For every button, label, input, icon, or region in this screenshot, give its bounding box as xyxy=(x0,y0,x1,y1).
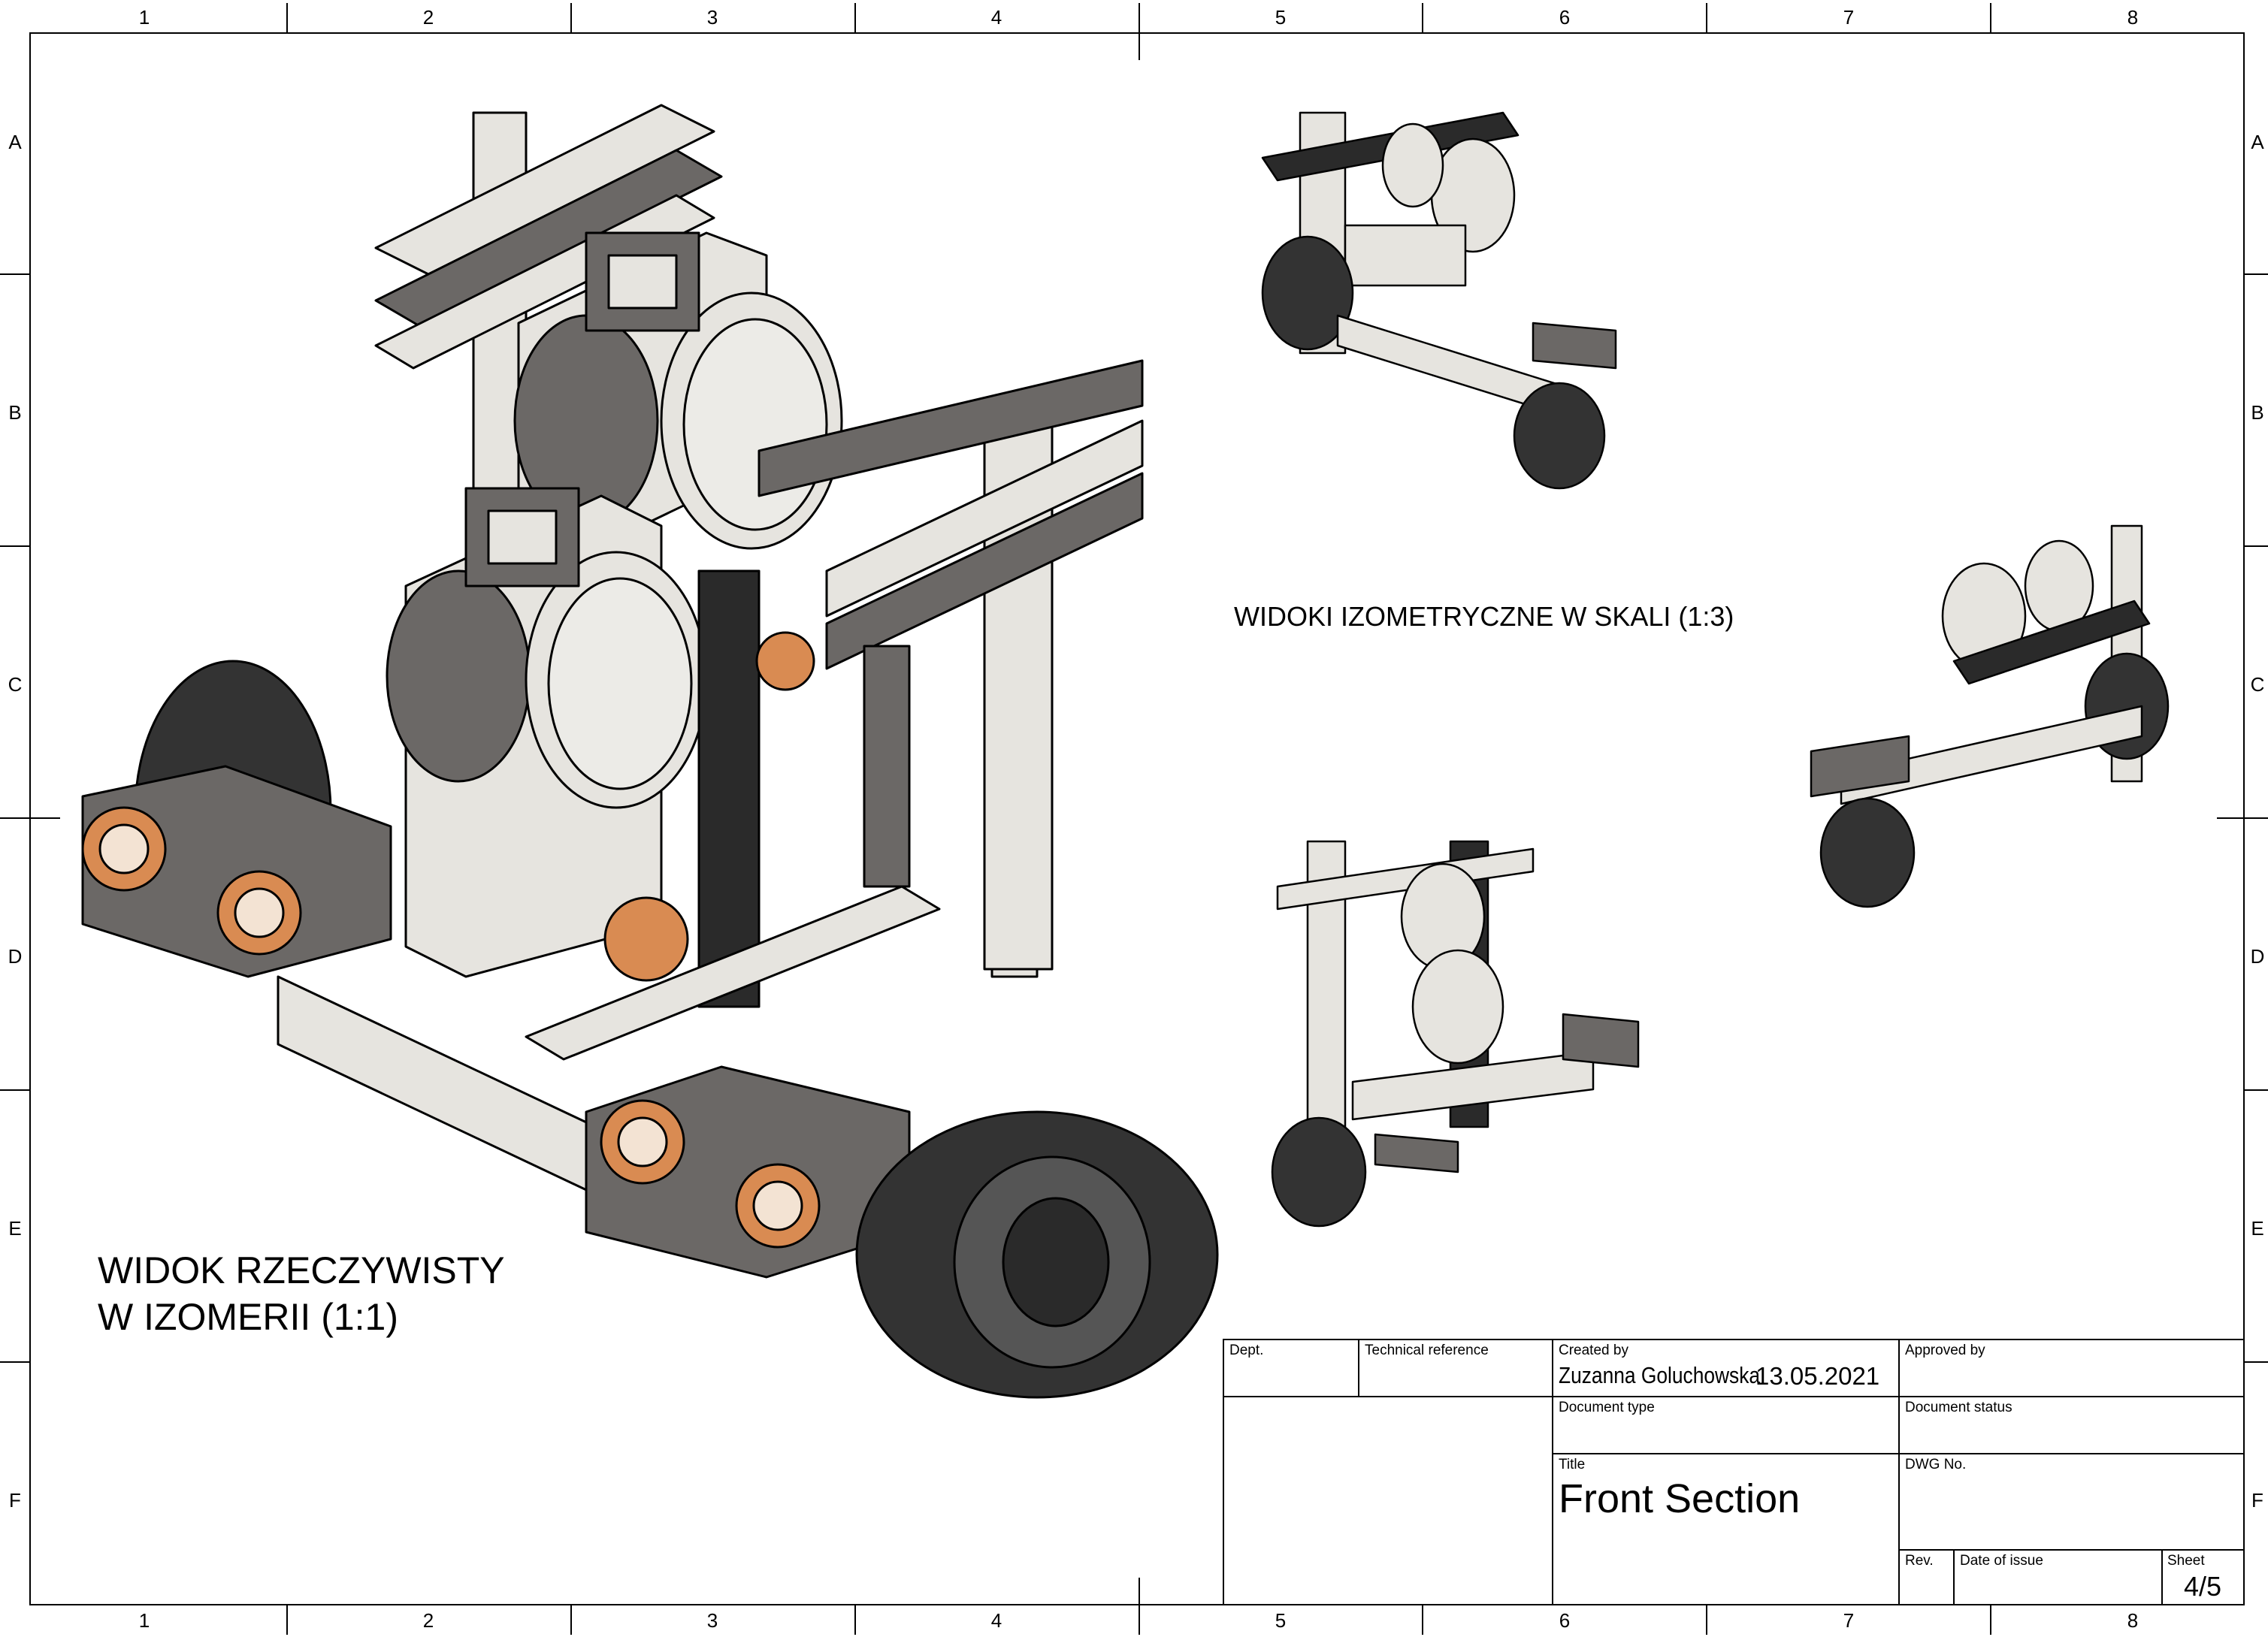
iso-views-caption: WIDOKI IZOMETRYCZNE W SKALI (1:3) xyxy=(1234,601,1734,632)
row-label-d-right: D xyxy=(2250,945,2265,968)
rev-label: Rev. xyxy=(1905,1553,1934,1569)
sheet-label: Sheet xyxy=(2167,1553,2205,1569)
real-view-caption-line1: WIDOK RZECZYWISTY xyxy=(98,1249,505,1291)
row-label-a-right: A xyxy=(2251,131,2264,153)
document-type-label: Document type xyxy=(1559,1400,1655,1415)
iso-view-top xyxy=(1261,111,1617,490)
column-label-6-bottom: 6 xyxy=(1559,1609,1571,1632)
column-label-3-bottom: 3 xyxy=(706,1609,718,1632)
created-by-value: Zuzanna Goluchowska xyxy=(1559,1362,1761,1388)
created-date: 13.05.2021 xyxy=(1755,1362,1880,1390)
iso-view-bottom xyxy=(1271,840,1640,1228)
sheet-number: 4/5 xyxy=(2184,1571,2222,1602)
real-view-caption: WIDOK RZECZYWISTY W IZOMERII (1:1) xyxy=(98,1247,505,1340)
row-label-a: A xyxy=(8,131,22,153)
column-label-4-bottom: 4 xyxy=(990,1609,1002,1632)
zone-ticks xyxy=(0,3,2268,1635)
column-label-7: 7 xyxy=(1843,6,1855,29)
iso-view-right xyxy=(1810,524,2170,908)
column-label-4: 4 xyxy=(990,6,1002,29)
real-view-caption-line2: W IZOMERII (1:1) xyxy=(98,1296,398,1338)
row-label-d: D xyxy=(8,945,23,968)
approved-by-label: Approved by xyxy=(1905,1343,1985,1358)
row-label-b-right: B xyxy=(2251,401,2264,424)
column-label-2: 2 xyxy=(422,6,434,29)
date-of-issue-label: Date of issue xyxy=(1960,1553,2043,1569)
row-label-e: E xyxy=(8,1217,22,1240)
column-label-5: 5 xyxy=(1275,6,1287,29)
column-label-1: 1 xyxy=(138,6,150,29)
main-isometric-view xyxy=(81,104,1219,1399)
dept-label: Dept. xyxy=(1229,1343,1264,1358)
drawing-title: Front Section xyxy=(1559,1476,1801,1521)
dwg-no-label: DWG No. xyxy=(1905,1457,1967,1472)
column-label-3: 3 xyxy=(706,6,718,29)
row-label-f-right: F xyxy=(2251,1489,2263,1512)
row-label-e-right: E xyxy=(2251,1217,2264,1240)
column-label-7-bottom: 7 xyxy=(1843,1609,1855,1632)
column-label-6: 6 xyxy=(1559,6,1571,29)
column-label-2-bottom: 2 xyxy=(422,1609,434,1632)
title-label: Title xyxy=(1559,1457,1586,1472)
column-label-5-bottom: 5 xyxy=(1275,1609,1287,1632)
technical-reference-label: Technical reference xyxy=(1365,1343,1489,1358)
document-status-label: Document status xyxy=(1905,1400,2012,1415)
row-label-c: C xyxy=(8,673,23,696)
row-label-c-right: C xyxy=(2250,673,2265,696)
column-label-8: 8 xyxy=(2127,6,2139,29)
column-label-8-bottom: 8 xyxy=(2127,1609,2139,1632)
created-by-label: Created by xyxy=(1559,1343,1628,1358)
title-block-grid xyxy=(1223,1339,2245,1605)
row-label-f: F xyxy=(9,1489,21,1512)
row-label-b: B xyxy=(8,401,22,424)
column-label-1-bottom: 1 xyxy=(138,1609,150,1632)
